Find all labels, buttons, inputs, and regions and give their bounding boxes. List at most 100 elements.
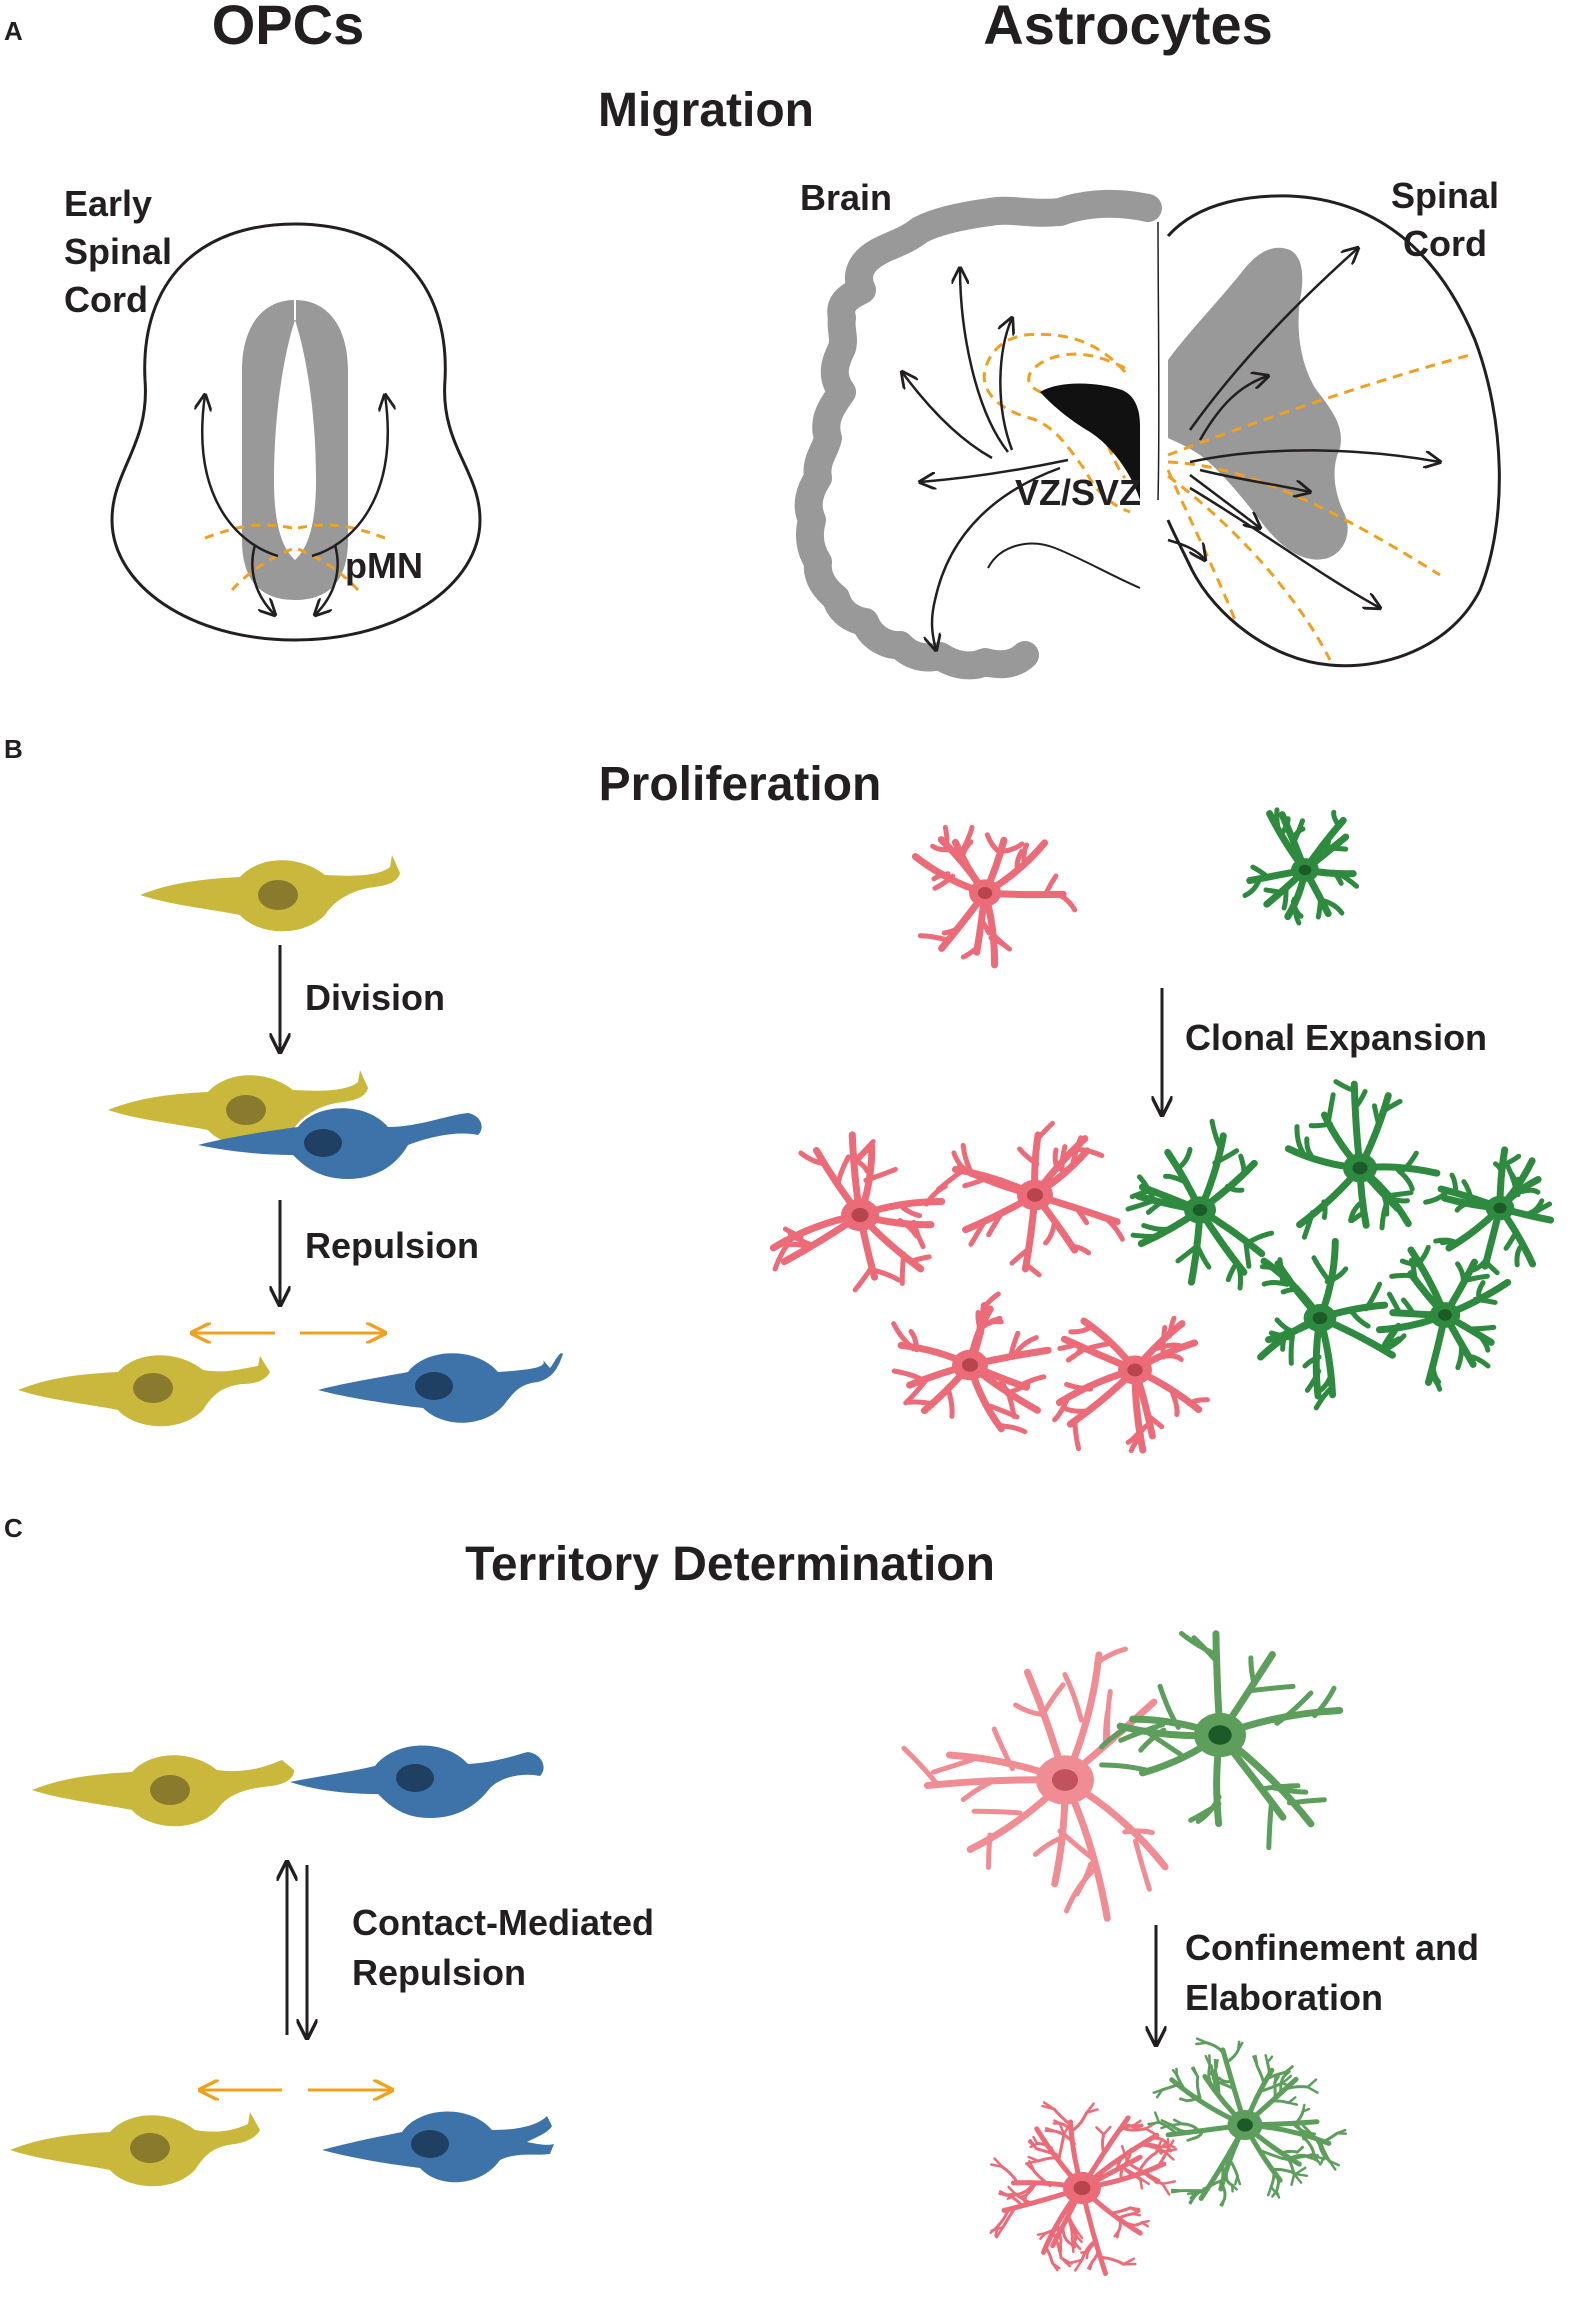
astrocyte-branch bbox=[1216, 2080, 1236, 2091]
astrocyte-green-single bbox=[1242, 807, 1360, 926]
astrocyte-branch bbox=[1255, 2064, 1266, 2088]
astrocyte-branch bbox=[1116, 2152, 1127, 2171]
astrocyte-branch bbox=[1331, 809, 1342, 829]
astrocyte-twig bbox=[1027, 2140, 1038, 2150]
astrocyte-branch bbox=[1269, 2167, 1276, 2189]
astrocyte-branch bbox=[930, 843, 952, 853]
astrocyte-branch bbox=[988, 935, 1008, 949]
astrocyte-twig bbox=[1129, 2206, 1140, 2214]
astrocyte-branch bbox=[930, 1757, 975, 1775]
astrocyte-twig bbox=[1059, 2256, 1072, 2268]
astrocyte-branch bbox=[1186, 1397, 1210, 1407]
astrocyte-branch bbox=[1007, 1330, 1021, 1360]
brain-inner-fold bbox=[987, 542, 1141, 589]
astrocyte-branch bbox=[1099, 1724, 1132, 1750]
early-spinal-cord-diagram: Early Spinal Cord pMN bbox=[64, 183, 482, 642]
astrocyte-branch bbox=[1212, 1148, 1240, 1166]
section-title-proliferation: Proliferation bbox=[599, 758, 882, 811]
astrocyte-twig bbox=[1138, 2176, 1150, 2186]
astrocyte-branch bbox=[1260, 2149, 1285, 2161]
astrocyte-branch bbox=[1076, 1341, 1111, 1354]
astrocyte-branch bbox=[1454, 1200, 1477, 1213]
astrocyte-twig bbox=[993, 2157, 1004, 2169]
astrocyte-branch bbox=[1039, 1682, 1066, 1718]
astrocyte-green-clone-4 bbox=[1257, 1237, 1407, 1411]
astrocyte-branch bbox=[1061, 2224, 1070, 2244]
astrocyte-branch bbox=[1331, 869, 1344, 886]
astrocyte-branch bbox=[1035, 2147, 1058, 2157]
astrocyte-branch bbox=[1248, 1655, 1257, 1686]
astrocyte-twig bbox=[1290, 2172, 1296, 2186]
astrocyte-branch bbox=[1423, 1188, 1450, 1205]
astrocyte-twig bbox=[1027, 2155, 1040, 2163]
astrocyte-twig bbox=[1171, 2068, 1179, 2077]
opc-territory: Contact-Mediated Repulsion bbox=[10, 1745, 654, 2187]
astrocyte-twig bbox=[1007, 2185, 1017, 2195]
astrocyte-branch bbox=[1014, 2182, 1035, 2196]
astrocyte-twig bbox=[1292, 2172, 1303, 2184]
astrocyte-branch bbox=[1386, 1291, 1403, 1316]
spinal-cord-half-outline bbox=[1166, 194, 1501, 668]
astrocyte-branch bbox=[1141, 2143, 1167, 2154]
astrocyte-branch bbox=[1465, 1353, 1491, 1369]
astrocyte-branch bbox=[1274, 1690, 1314, 1726]
astrocyte-branch bbox=[1493, 1161, 1506, 1178]
dividing-opcs bbox=[108, 1070, 482, 1179]
astrocyte-pink-overlap bbox=[901, 1646, 1169, 1922]
opc-blue-contact bbox=[290, 1745, 544, 1818]
astrocyte-branch bbox=[997, 841, 1025, 854]
astrocyte-twig bbox=[1202, 2184, 1212, 2191]
panel-label-a: A bbox=[4, 16, 23, 46]
astrocyte-branch bbox=[1427, 1372, 1443, 1392]
astrocyte-nucleus bbox=[1312, 1311, 1328, 1325]
astrocyte-branch bbox=[908, 1329, 920, 1353]
astrocyte-nucleus bbox=[961, 1358, 979, 1372]
astrocyte-branch bbox=[1263, 887, 1283, 895]
spinal-grey-matter bbox=[1168, 247, 1348, 560]
spinal-cord-outline bbox=[110, 222, 482, 642]
astrocyte-branch bbox=[1000, 2165, 1019, 2185]
astrocyte-branch bbox=[1043, 873, 1059, 897]
brain-cortex-outline bbox=[794, 189, 1162, 680]
astrocyte-pink-confined bbox=[989, 2101, 1178, 2276]
astrocyte-twig bbox=[1281, 2156, 1296, 2160]
astrocyte-branch bbox=[976, 1315, 1003, 1330]
astrocyte-pink-clone-2 bbox=[935, 1120, 1125, 1278]
astrocyte-twig bbox=[1158, 2145, 1169, 2149]
astrocyte-branch bbox=[1353, 1088, 1368, 1110]
pmn-domain-dashes bbox=[204, 523, 386, 592]
astrocyte-branch bbox=[1099, 2255, 1126, 2266]
astrocyte-branch bbox=[1304, 1136, 1314, 1158]
astrocyte-branch bbox=[1250, 864, 1271, 880]
astrocyte-twig bbox=[1102, 2125, 1112, 2136]
astrocyte-branch bbox=[1043, 1219, 1058, 1246]
section-title-migration: Migration bbox=[598, 84, 814, 137]
astrocyte-branch bbox=[903, 1376, 930, 1406]
astrocyte-twig bbox=[1306, 2085, 1319, 2094]
astrocyte-twig bbox=[1210, 2073, 1219, 2083]
astrocyte-branch bbox=[1294, 1124, 1306, 1156]
astrocyte-branch bbox=[1099, 1762, 1150, 1773]
astrocyte-branch bbox=[772, 1239, 793, 1272]
astrocyte-branch bbox=[1036, 2156, 1061, 2163]
astrocyte-branch bbox=[1258, 1783, 1301, 1792]
astrocyte-nucleus bbox=[1237, 2118, 1253, 2132]
astrocyte-branch bbox=[1118, 2212, 1135, 2219]
opc-cell-yellow-separated bbox=[18, 1355, 270, 1427]
astrocyte-branch bbox=[951, 1150, 974, 1178]
astrocyte-branch bbox=[1175, 1244, 1199, 1264]
astrocyte-branch bbox=[1318, 897, 1345, 916]
astrocyte-branch bbox=[1145, 1194, 1171, 1215]
astrocyte-twig bbox=[1282, 2070, 1291, 2079]
astrocyte-branch bbox=[931, 871, 951, 882]
astrocyte-branch bbox=[1100, 2132, 1106, 2156]
astrocyte-branch bbox=[1074, 1206, 1090, 1226]
astrocyte-nucleus bbox=[1026, 1188, 1044, 1202]
astrocyte-branch bbox=[1508, 1170, 1519, 1187]
astrocyte-nucleus bbox=[1127, 1363, 1143, 1377]
astrocyte-branch bbox=[911, 1219, 926, 1250]
astrocyte-branch bbox=[941, 924, 961, 936]
astrocyte-branch bbox=[1070, 2111, 1088, 2133]
astrocyte-branch bbox=[1024, 2183, 1037, 2197]
astrocyte-branch bbox=[1326, 1092, 1336, 1124]
